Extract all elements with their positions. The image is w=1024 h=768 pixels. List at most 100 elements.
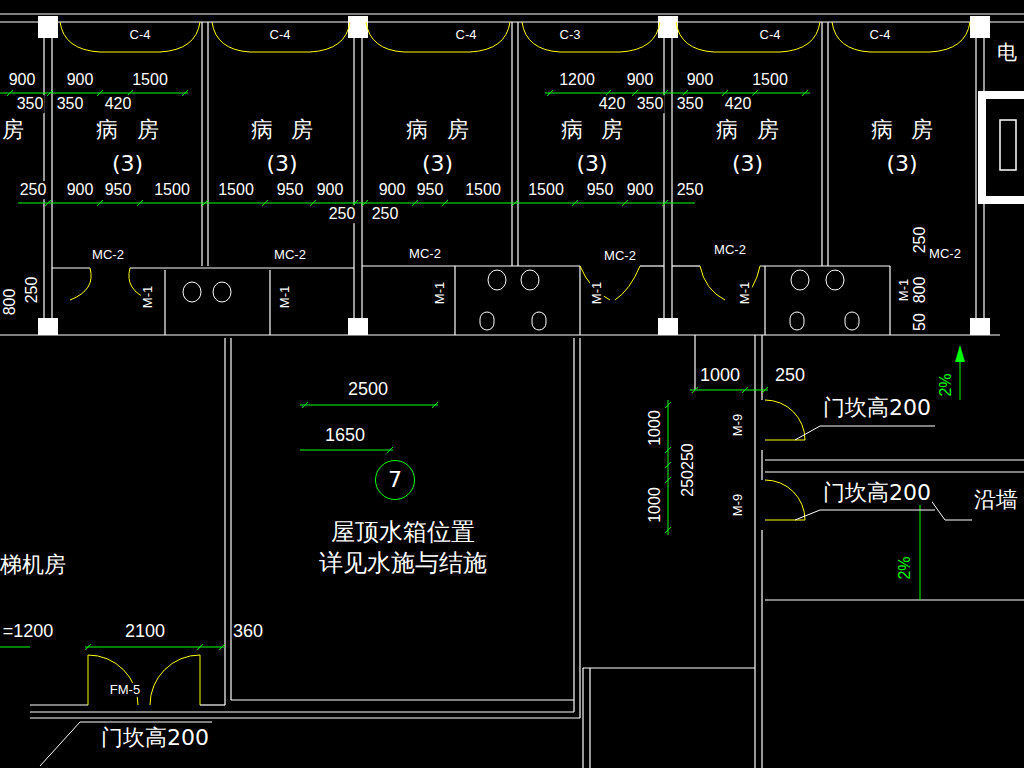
dimension-label: 350 <box>676 95 705 113</box>
dimension-label: 1650 <box>324 426 366 446</box>
dimension-label: 门坎高200 <box>100 726 210 750</box>
room-number: (3) <box>886 151 917 177</box>
dimension-label: 2500 <box>347 380 389 400</box>
slope-arrows <box>915 345 965 502</box>
dimension-label: M-9 <box>731 493 745 517</box>
dimension-label: MC-2 <box>273 248 307 262</box>
dimension-lines <box>0 90 960 650</box>
dimension-label: MC-2 <box>408 247 442 261</box>
dimension-label: 1500 <box>217 181 255 199</box>
dimension-label: 950 <box>276 181 305 199</box>
room-name: 病 房 <box>871 117 934 143</box>
walls <box>0 14 1024 768</box>
dimension-label: FM-5 <box>109 683 141 697</box>
leader-lines <box>40 426 972 766</box>
dimension-label: M-1 <box>433 281 447 305</box>
room-name: 病 房 <box>96 117 159 143</box>
plan-region: 屋顶水箱位置 详见水施与结施 7 <box>232 337 573 699</box>
dimension-label: 420 <box>724 95 753 113</box>
dimension-label: 1200 <box>558 71 596 89</box>
dimension-label: 1500 <box>464 181 502 199</box>
dimension-label: MC-2 <box>928 247 962 261</box>
dimension-label: MC-2 <box>713 243 747 257</box>
dimension-label: 420 <box>598 95 627 113</box>
dimension-label: 900 <box>66 71 95 89</box>
dimension-label: C-4 <box>455 28 478 42</box>
dimension-label: 1500 <box>131 71 169 89</box>
dimension-label: 950 <box>104 181 133 199</box>
dimension-label: 250 <box>328 205 357 223</box>
dimension-label: 800 <box>1 288 19 317</box>
slope-label: 2% <box>896 555 914 580</box>
dimension-label: 250 <box>774 366 806 386</box>
dimension-label: C-4 <box>269 28 292 42</box>
dimension-label: 1000 <box>646 409 664 447</box>
dimension-label: 250 <box>371 205 400 223</box>
dimension-label: 900 <box>378 181 407 199</box>
dimension-label: 250 <box>911 226 929 255</box>
dimension-label: 1000 <box>699 366 741 386</box>
dimension-label: 250 <box>23 276 41 305</box>
dimension-label: 2100 <box>124 622 166 642</box>
dimension-label: MC-2 <box>91 248 125 262</box>
dimension-label: 900 <box>316 181 345 199</box>
dimension-label: 250 <box>676 181 705 199</box>
fixtures <box>183 270 859 330</box>
room-name: 病 房 <box>561 117 624 143</box>
dimension-label: 420 <box>104 95 133 113</box>
room-number: (3) <box>266 151 297 177</box>
room-name: 屋顶水箱位置 详见水施与结施 <box>298 517 508 579</box>
room: 病 房 (3) <box>52 22 203 262</box>
dimension-label: 沿墙 <box>973 488 1019 512</box>
dimension-label: M-1 <box>738 281 752 305</box>
doors-windows <box>60 22 970 705</box>
room-name: 梯机房 <box>0 552 66 578</box>
dimension-label: C-4 <box>759 28 782 42</box>
dimension-label: 250 <box>19 181 48 199</box>
dimension-label: 900 <box>626 71 655 89</box>
dimension-label: 250250 <box>679 442 697 497</box>
plan-region: 梯机房 <box>0 548 90 588</box>
room-number: (3) <box>732 151 763 177</box>
dimension-label: 1000 <box>646 486 664 524</box>
dimension-label: 50 <box>911 312 929 332</box>
dimension-label: 350 <box>56 95 85 113</box>
dimension-label: M-1 <box>590 281 604 305</box>
dimension-label: 门坎高200 <box>822 481 932 505</box>
dimension-label: 900 <box>66 181 95 199</box>
room: 病 房 (3) <box>672 22 823 262</box>
callout-circle: 7 <box>375 460 415 500</box>
dimension-label: =1200 <box>2 622 55 642</box>
room-name: 病 房 <box>406 117 469 143</box>
room: 房 <box>0 22 26 262</box>
dimension-label: M-1 <box>897 278 911 302</box>
room-number: (3) <box>422 151 453 177</box>
dimension-label: C-3 <box>559 28 582 42</box>
dimension-label: 900 <box>626 181 655 199</box>
room: 电 <box>990 38 1024 68</box>
slope-label: 2% <box>937 372 955 397</box>
room-name: 7 <box>388 467 402 493</box>
columns <box>38 16 990 335</box>
dimension-label: 950 <box>416 181 445 199</box>
room-number: (3) <box>576 151 607 177</box>
room: 病 房(3) <box>208 22 356 262</box>
room-name: 房 <box>2 117 24 143</box>
room-name: 电 <box>997 40 1017 64</box>
dimension-label: 900 <box>8 71 37 89</box>
room-name: 病 房 <box>716 117 779 143</box>
electric-room <box>982 95 1024 200</box>
dimension-label: M-1 <box>141 285 155 309</box>
dimension-label: C-4 <box>869 28 892 42</box>
dimension-label: M-9 <box>731 413 745 437</box>
dimension-label: 1500 <box>527 181 565 199</box>
dimension-label: 门坎高200 <box>822 396 932 420</box>
dimension-label: 950 <box>586 181 615 199</box>
dimension-label: 350 <box>636 95 665 113</box>
dimension-label: M-1 <box>278 285 292 309</box>
room-number: (3) <box>112 151 143 177</box>
dimension-label: 900 <box>686 71 715 89</box>
dimension-label: 350 <box>16 95 45 113</box>
dimension-label: 1500 <box>153 181 191 199</box>
